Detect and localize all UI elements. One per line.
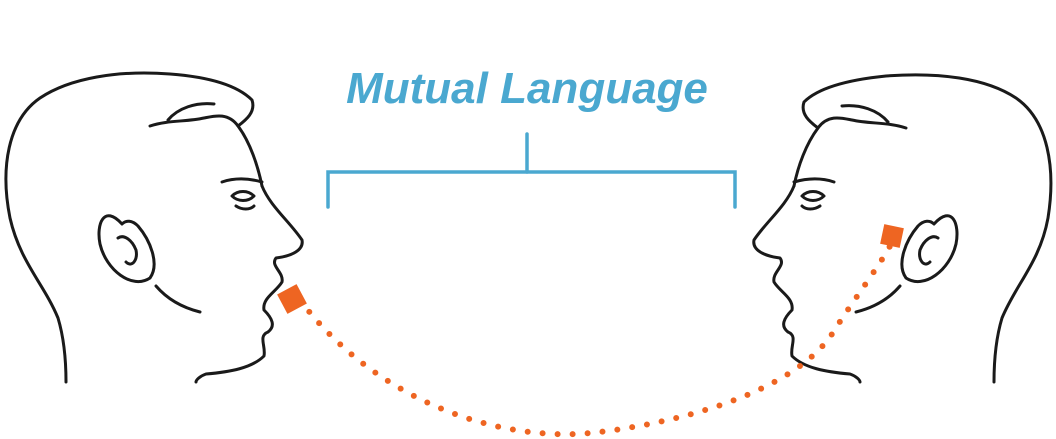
ear-square-marker-icon xyxy=(880,224,904,248)
speaker-head-profile-icon xyxy=(4,71,304,384)
signal-path xyxy=(297,243,893,438)
listener-head-profile-icon xyxy=(752,73,1053,384)
diagram-title: Mutual Language xyxy=(346,64,708,113)
mutual-language-bracket xyxy=(326,132,737,209)
mouth-square-marker-icon xyxy=(277,284,307,314)
